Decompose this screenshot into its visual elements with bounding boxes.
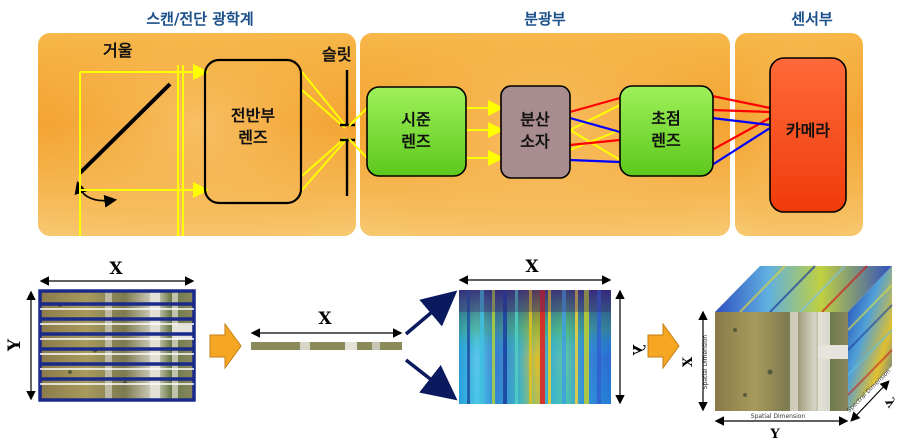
focus-lens-label-line2: 렌즈: [651, 131, 681, 150]
panel-scan: [38, 33, 356, 236]
cube-lambda-label: λ: [881, 396, 899, 411]
mirror-label: 거울: [103, 41, 133, 60]
cube-spatial-h-label: Spatial Dimension: [751, 413, 806, 420]
disperser-label-line1: 분산: [520, 110, 550, 129]
mirror: [78, 82, 172, 175]
camera-label: 카메라: [786, 121, 830, 140]
front-lens-label-line1: 전반부: [231, 106, 275, 125]
line-x-axis: X: [250, 309, 403, 338]
panel-title-spectral: 분광부: [524, 10, 566, 28]
slit: [340, 70, 355, 196]
blue-rays: [569, 116, 771, 166]
dispersion-arrow-up: [404, 290, 458, 336]
spectral-image: [459, 290, 611, 404]
spec-lambda-axis: λ: [615, 289, 648, 405]
focus-lens-box: 초점 렌즈: [619, 85, 714, 177]
front-lens-box: 전반부 렌즈: [203, 58, 303, 205]
camera-box: 카메라: [769, 57, 847, 213]
image-x-label: X: [109, 259, 123, 279]
cube-y-label: Y: [769, 427, 780, 442]
collimator-lens-box: 시준 렌즈: [366, 86, 467, 177]
spec-x-axis: X: [458, 257, 612, 285]
dispersion-arrow-down: [404, 358, 458, 401]
front-lens-label-line2: 렌즈: [238, 128, 268, 147]
disperser-label-line2: 소자: [520, 132, 550, 151]
focus-lens-label-line1: 초점: [651, 109, 680, 128]
image-x-axis: X: [39, 259, 195, 286]
disperser-box: 분산 소자: [500, 85, 571, 179]
yellow-rays-spectral: [348, 100, 621, 166]
panel-title-sensor: 센서부: [791, 10, 833, 28]
block-arrow-2-icon: [647, 322, 680, 370]
collimator-label-line2: 렌즈: [401, 132, 431, 151]
slit-label: 슬릿: [322, 45, 351, 64]
scan-line-strip: [251, 342, 402, 350]
spec-x-label: X: [525, 257, 539, 277]
spec-lambda-label: λ: [628, 344, 648, 356]
image-y-axis: Y: [5, 290, 36, 401]
line-x-label: X: [318, 309, 332, 329]
cube-y-axis: Y: [714, 416, 849, 442]
hypercube: Spatial Dimension Spatial Dimension Spec…: [702, 265, 893, 420]
collimator-label-line1: 시준: [401, 110, 431, 129]
image-y-label: Y: [5, 338, 25, 352]
panel-title-scan: 스캔/전단 광학계: [146, 10, 253, 28]
cube-x-label: X: [681, 356, 696, 367]
yellow-rays-scan: [79, 64, 346, 236]
block-arrow-1-icon: [209, 322, 242, 370]
field-image: [38, 289, 196, 402]
cube-x-axis: X: [681, 310, 708, 412]
